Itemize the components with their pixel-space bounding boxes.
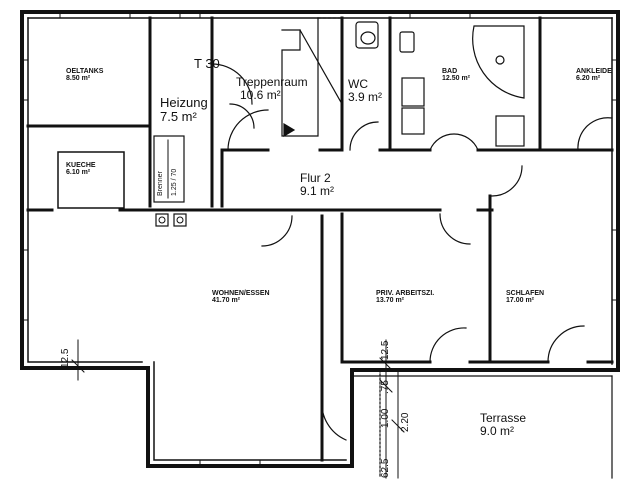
room-wohnen-name: WOHNEN/ESSEN	[212, 290, 270, 297]
room-arbeitszimmer-area: 13.70 m²	[376, 297, 405, 305]
room-ankleide-name: ANKLEIDE	[576, 68, 612, 75]
fire-rating-label: T 30	[194, 56, 220, 71]
terrace-border	[351, 369, 613, 479]
brenner-box	[153, 135, 185, 203]
room-ankleide: ANKLEIDE 6.20 m²	[576, 68, 612, 83]
room-ankleide-area: 6.20 m²	[576, 75, 601, 83]
room-flur-area: 9.1 m²	[300, 183, 335, 198]
stair-fire-rating: T 30	[194, 56, 220, 73]
room-schlafen: SCHLAFEN 17.00 m²	[506, 290, 544, 305]
dim-62-5: 62.5	[380, 458, 391, 478]
dim-mid-12-5: 12.5	[380, 340, 391, 360]
room-heizung: Heizung 7.5 m²	[160, 96, 208, 123]
brenner-label: Brenner	[157, 171, 164, 196]
room-heizung-area: 7.5 m²	[160, 108, 197, 124]
kitchen-counter	[57, 151, 125, 209]
bath-fixtures	[355, 21, 525, 147]
dim-75: .75	[380, 380, 391, 394]
room-wc-name: WC	[348, 77, 368, 91]
outer-walls	[20, 10, 620, 468]
room-wohnen-area: 41.70 m²	[212, 297, 241, 305]
room-treppenraum-name: Treppenraum	[236, 75, 308, 89]
room-kueche-area: 6.10 m²	[66, 169, 91, 177]
room-arbeitszimmer-name: PRIV. ARBEITSZI.	[376, 290, 435, 297]
dim-2-20: 2.20	[400, 412, 411, 432]
room-terrasse-name: Terrasse	[480, 411, 527, 425]
room-wohnen: WOHNEN/ESSEN 41.70 m²	[212, 290, 270, 305]
room-bad-area: 12.50 m²	[442, 75, 471, 83]
dim-1-00: 1.00	[380, 408, 391, 428]
room-treppenraum-area: 10.6 m²	[240, 87, 281, 102]
stair	[281, 17, 343, 138]
room-heizung-name: Heizung	[160, 95, 208, 110]
room-arbeitszimmer: PRIV. ARBEITSZI. 13.70 m²	[376, 290, 434, 305]
room-oeltanks: OELTANKS 8.50 m²	[66, 68, 103, 83]
doors	[211, 63, 613, 441]
room-kueche: KUECHE 6.10 m²	[66, 162, 96, 177]
room-terrasse-area: 9.0 m²	[480, 423, 515, 438]
room-treppenraum: Treppenraum 10.6 m²	[236, 76, 308, 101]
room-wc-area: 3.9 m²	[348, 89, 383, 104]
room-oeltanks-name: OELTANKS	[66, 68, 104, 75]
dimension-lines	[71, 339, 405, 479]
room-flur-name: Flur 2	[300, 171, 331, 185]
room-schlafen-area: 17.00 m²	[506, 297, 535, 305]
room-terrasse: Terrasse 9.0 m²	[480, 412, 526, 437]
room-bad: BAD 12.50 m²	[442, 68, 470, 83]
interior-walls	[26, 16, 614, 462]
room-bad-name: BAD	[442, 68, 458, 75]
brenner-spec: 1.25 / 70	[171, 168, 178, 196]
room-oeltanks-area: 8.50 m²	[66, 75, 91, 83]
room-flur: Flur 2 9.1 m²	[300, 172, 334, 197]
windows	[22, 12, 618, 466]
dim-left-12-5: 12.5	[60, 348, 71, 368]
room-wc: WC 3.9 m²	[348, 78, 382, 103]
room-schlafen-name: SCHLAFEN	[506, 290, 545, 297]
room-kueche-name: KUECHE	[66, 162, 96, 169]
